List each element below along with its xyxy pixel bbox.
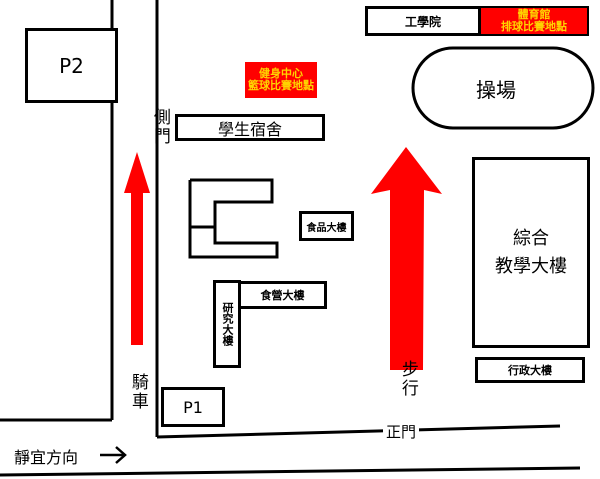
complex-line1: 綜合 [513,227,549,249]
research-building-label: 研究大樓 [221,302,234,346]
fitness-center: 健身中心 籃球比賽地點 [245,62,317,98]
admin-building-label: 行政大樓 [508,364,552,377]
complex-line2: 教學大樓 [495,255,567,277]
direction-label: 靜宜方向 [14,448,79,467]
food-building: 食品大樓 [299,211,354,241]
bike-lane-text: 騎車 [127,373,148,411]
parking-p1: P1 [161,387,225,427]
playground-track [411,46,595,130]
bike-lane-label: 騎車 [126,373,148,411]
engineering-building-label: 工學院 [404,14,441,29]
fitness-line1: 健身中心 [259,67,303,80]
complex-teaching-building: 綜合 教學大樓 [472,157,590,348]
unlabeled-building-outline-lower [188,225,279,259]
main-gate-label: 正門 [383,421,420,442]
fitness-line2: 籃球比賽地點 [248,79,314,92]
side-gate-label: 側門 [149,108,170,146]
parking-p2-label: P2 [59,53,84,78]
cafeteria-building: 食營大樓 [238,281,327,309]
gym-building: 體育館 排球比賽地點 [479,6,589,36]
student-dorm: 學生宿舍 [175,114,325,141]
walk-lane-text: 步行 [397,360,418,398]
right-arrow-icon [100,446,127,464]
bike-route-arrow [124,152,150,345]
walk-lane-label: 步行 [396,360,418,398]
research-building: 研究大樓 [213,280,241,368]
south-road-lower [0,466,581,477]
engineering-building: 工學院 [365,6,481,36]
student-dorm-label: 學生宿舍 [217,119,282,139]
cafeteria-building-label: 食營大樓 [260,289,305,302]
walk-route-arrow [371,147,442,370]
playground-label: 操場 [476,78,516,102]
unlabeled-building-outline [188,178,274,229]
side-gate-text: 側門 [149,108,170,146]
admin-building: 行政大樓 [475,357,585,383]
gym-line2: 排球比賽地點 [501,20,567,33]
gym-line1: 體育館 [517,8,551,21]
parking-p1-label: P1 [183,397,203,417]
food-building-label: 食品大樓 [306,222,347,234]
south-road-upper-east [156,424,561,439]
parking-p2: P2 [25,28,118,103]
